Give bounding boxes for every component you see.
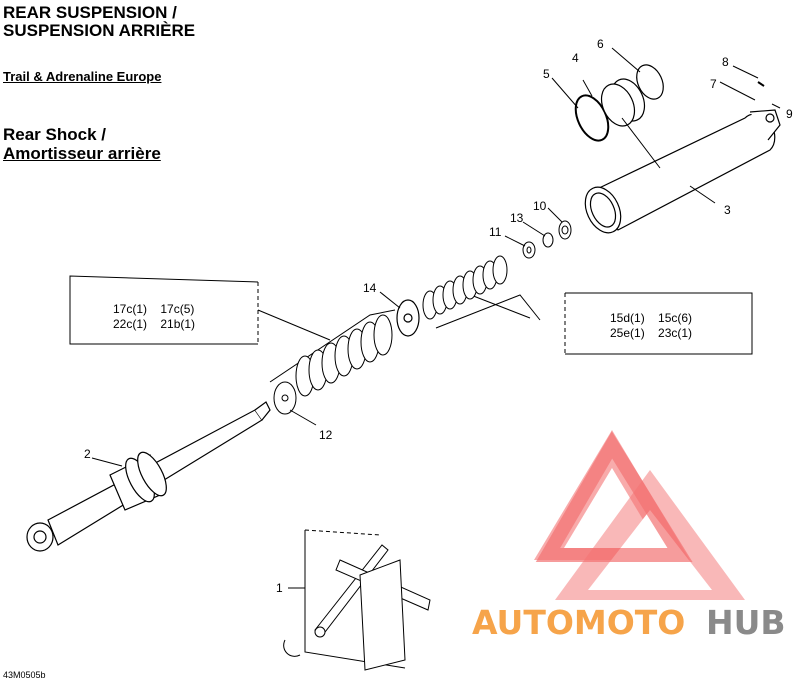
callout-5: 5 [543, 67, 550, 81]
callout-11: 11 [489, 225, 502, 239]
automotohub-logo [534, 430, 745, 600]
callout-13: 13 [510, 211, 524, 225]
watermark-text-auto-moto: AUTOMOTO [472, 603, 685, 642]
washer-part [273, 381, 297, 415]
callout-3: 3 [724, 203, 731, 217]
title-english: REAR SUSPENSION / [3, 3, 177, 22]
spring-kit-right-line1: 15d(1) 15c(6) [610, 311, 693, 325]
washers [522, 220, 572, 259]
callout-14: 14 [363, 281, 377, 295]
callout-9: 9 [786, 107, 793, 121]
section-title-french: Amortisseur arrière [3, 144, 161, 163]
callout-12: 12 [319, 428, 333, 442]
piston-part [396, 299, 420, 337]
callout-8: 8 [722, 55, 729, 69]
callout-4: 4 [572, 51, 579, 65]
title-french: SUSPENSION ARRIÈRE [3, 21, 196, 40]
spring-kit-left-line2: 22c(1) 21b(1) [113, 317, 196, 331]
callout-10: 10 [533, 199, 547, 213]
cap-and-seals [574, 64, 765, 142]
drawing-code: 43M0505b [3, 670, 46, 680]
lower-spring [295, 314, 393, 397]
spring-kit-right-line2: 25e(1) 23c(1) [610, 326, 693, 340]
shaft-part [26, 401, 271, 552]
watermark-text-hub: HUB [706, 603, 786, 642]
inset-shock-assembly [283, 544, 431, 671]
callout-6: 6 [597, 37, 604, 51]
spring-kit-left-line1: 17c(1) 17c(5) [113, 302, 195, 316]
model-label: Trail & Adrenaline Europe [3, 69, 162, 84]
upper-spring [422, 255, 508, 320]
spring-kit-box-left [69, 275, 259, 345]
section-title-english: Rear Shock / [3, 125, 106, 144]
shock-body-part [584, 109, 781, 234]
callout-7: 7 [710, 77, 717, 91]
callout-1: 1 [276, 581, 283, 595]
callout-2: 2 [84, 447, 91, 461]
spring-kit-box-right [564, 292, 753, 355]
